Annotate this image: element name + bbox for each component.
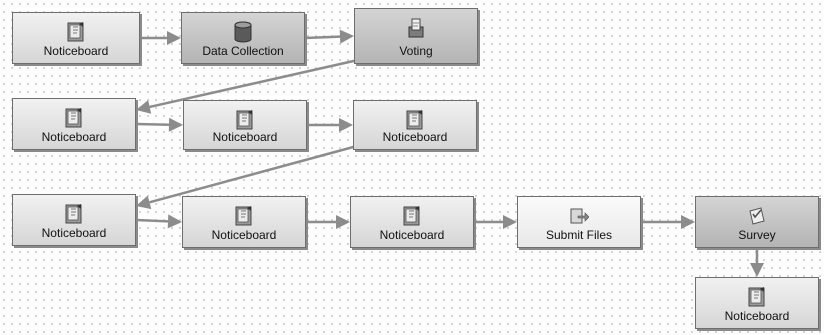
noticeboard-icon: [235, 109, 255, 131]
survey-icon: [747, 205, 767, 227]
edge-line: [135, 218, 169, 223]
node-noticeboard[interactable]: Noticeboard: [12, 98, 136, 150]
edge-n1-n2: [140, 31, 181, 45]
edge-line: [135, 122, 170, 126]
noticeboard-icon: [747, 286, 767, 308]
arrowhead: [136, 100, 152, 114]
edge-n2-n3: [304, 29, 354, 44]
node-noticeboard[interactable]: Noticeboard: [695, 277, 819, 329]
node-label: Data Collection: [202, 44, 284, 58]
node-noticeboard[interactable]: Noticeboard: [350, 196, 474, 248]
arrowhead: [136, 195, 152, 210]
edge-line: [149, 58, 359, 109]
noticeboard-icon: [234, 205, 254, 227]
node-label: Noticeboard: [724, 309, 790, 323]
node-submit-files[interactable]: Submit Files: [517, 196, 641, 248]
edge-n5-n6: [307, 118, 353, 132]
noticeboard-icon: [66, 21, 86, 43]
node-label: Survey: [738, 228, 776, 242]
node-label: Noticeboard: [41, 130, 107, 144]
edge-n8-n9: [306, 215, 350, 229]
edge-n6-n7: [136, 144, 358, 210]
edge-n11-n12: [750, 248, 764, 277]
arrowhead: [167, 31, 181, 45]
edge-n7-n8: [135, 214, 182, 229]
arrowhead: [339, 29, 354, 44]
arrowhead: [167, 214, 182, 229]
arrowhead: [681, 215, 695, 229]
node-label: Noticeboard: [41, 226, 107, 240]
arrowhead: [168, 117, 183, 132]
node-label: Voting: [399, 44, 433, 58]
node-noticeboard[interactable]: Noticeboard: [12, 194, 136, 246]
edge-n9-n10: [474, 215, 517, 229]
noticeboard-icon: [405, 109, 425, 131]
database-icon: [233, 21, 253, 43]
noticeboard-icon: [402, 205, 422, 227]
edge-n4-n5: [135, 117, 183, 132]
arrowhead: [750, 263, 764, 277]
node-label: Noticeboard: [211, 228, 277, 242]
node-label: Noticeboard: [212, 130, 278, 144]
arrowhead: [503, 215, 517, 229]
node-label: Noticeboard: [379, 228, 445, 242]
node-data-collection[interactable]: Data Collection: [181, 12, 305, 64]
node-label: Submit Files: [545, 228, 613, 242]
node-noticeboard[interactable]: Noticeboard: [12, 12, 140, 64]
edge-line: [304, 35, 341, 40]
node-label: Noticeboard: [382, 130, 448, 144]
node-label: Noticeboard: [43, 44, 109, 58]
arrowhead: [336, 215, 350, 229]
voting-icon: [406, 17, 426, 39]
noticeboard-icon: [64, 203, 84, 225]
node-survey[interactable]: Survey: [695, 196, 819, 248]
node-voting[interactable]: Voting: [354, 8, 478, 64]
edge-n10-n11: [641, 215, 695, 229]
node-noticeboard[interactable]: Noticeboard: [183, 100, 307, 150]
edge-n3-n4: [136, 58, 359, 114]
submit-files-icon: [569, 205, 590, 227]
node-noticeboard[interactable]: Noticeboard: [353, 100, 477, 150]
noticeboard-icon: [64, 107, 84, 129]
arrowhead: [339, 118, 353, 132]
node-noticeboard[interactable]: Noticeboard: [182, 196, 306, 248]
edge-line: [149, 144, 358, 204]
